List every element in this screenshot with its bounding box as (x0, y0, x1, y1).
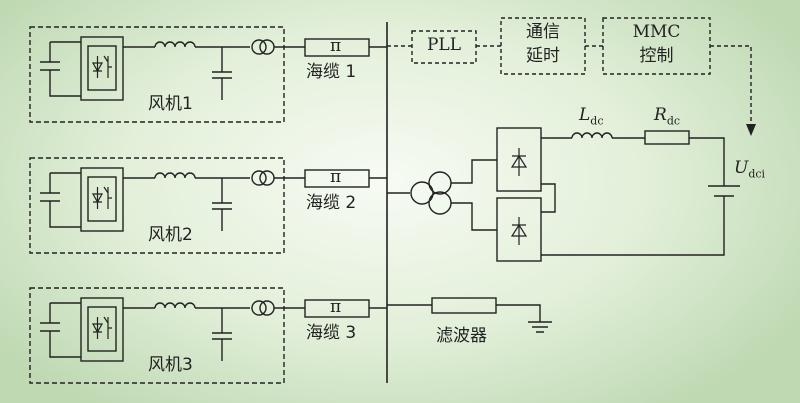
dc-voltage-label: Udci (734, 158, 766, 181)
cable-2-symbol: π (330, 167, 342, 187)
mmc-label-line1: MMC (632, 22, 681, 42)
turbine-unit-3 (29, 287, 387, 384)
turbine-3-label: 风机3 (148, 355, 193, 375)
turbine-unit-2 (29, 157, 387, 254)
dc-inductor-label: Ldc (579, 105, 604, 128)
pll-label: PLL (426, 35, 462, 55)
dc-resistor-label: Rdc (654, 105, 681, 128)
turbine-1-boundary (29, 26, 285, 123)
dc-resistor (644, 130, 690, 145)
dc-source (708, 185, 740, 197)
turbine-2-label: 风机2 (148, 225, 193, 245)
igbt-symbol-1 (87, 45, 117, 91)
ac-capacitor-1 (212, 47, 232, 100)
turbine-3-boundary (29, 287, 285, 384)
rectifier-station (387, 127, 740, 262)
cable-1-label: 海缆 1 (306, 62, 357, 82)
transformer-1 (259, 39, 275, 55)
converter-1 (80, 36, 124, 101)
filter-label: 滤波器 (436, 326, 487, 346)
cable-3-label: 海缆 3 (306, 323, 357, 343)
dc-inductor (571, 132, 613, 139)
ac-filter (387, 297, 552, 333)
cable-1-symbol: π (330, 36, 342, 56)
filter-impedance (431, 297, 497, 314)
cable-3-symbol: π (330, 297, 342, 317)
turbine-1-label: 风机1 (148, 94, 193, 114)
delay-label-line1: 通信 (526, 22, 560, 42)
turbine-2-boundary (29, 157, 285, 254)
control-chain (387, 17, 752, 128)
ground-icon (528, 321, 552, 333)
delay-label-line2: 延时 (526, 46, 560, 66)
mmc-label-line2: 控制 (639, 46, 674, 66)
turbine-unit-1 (29, 26, 387, 123)
three-winding-transformer (428, 191, 452, 215)
dc-capacitor-1 (40, 41, 81, 97)
filter-inductor-1 (154, 41, 196, 48)
pll-block (411, 30, 477, 64)
converter-lower (496, 197, 542, 262)
control-arrow (746, 124, 756, 136)
converter-upper (496, 127, 542, 192)
cable-2-label: 海缆 2 (306, 193, 357, 213)
